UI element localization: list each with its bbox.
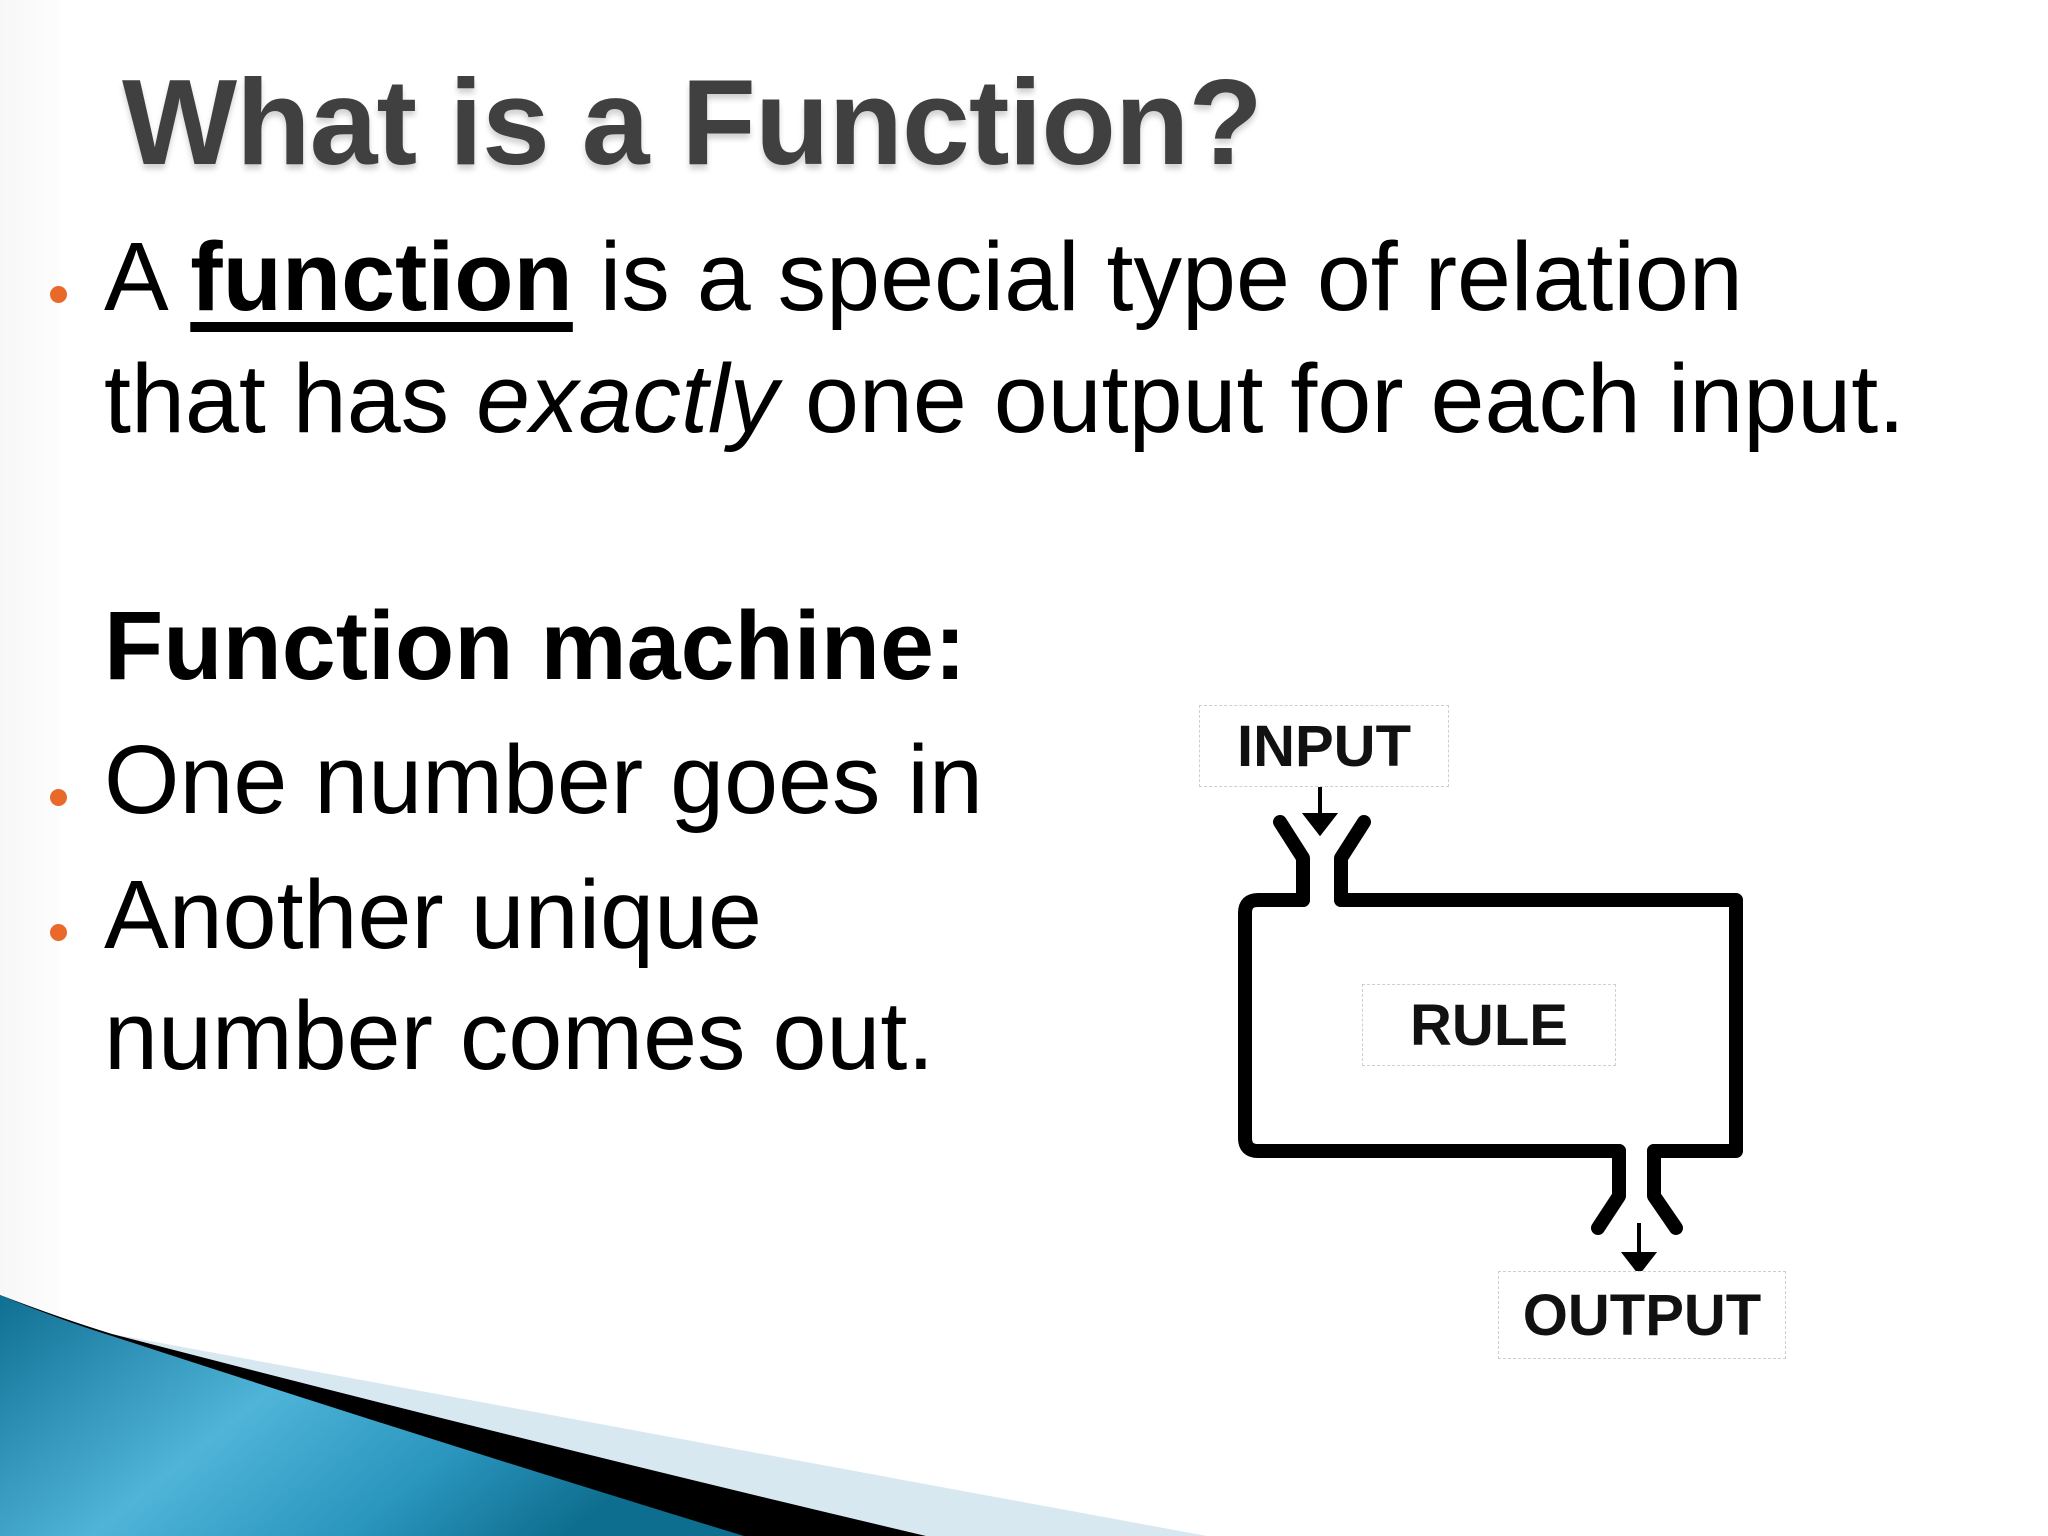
bullet-1-rest: is a special type of relation <box>572 222 1743 331</box>
input-label: INPUT <box>1199 705 1449 787</box>
line-2-after: one output for each input. <box>778 344 1906 453</box>
slide-background-strip <box>0 0 60 1536</box>
emphasis-exactly: exactly <box>476 344 778 453</box>
bullet-1-prefix: A <box>104 222 191 331</box>
bullet-2: One number goes in <box>104 725 983 834</box>
output-label: OUTPUT <box>1498 1271 1786 1359</box>
function-term: function <box>190 222 573 331</box>
rule-label: RULE <box>1362 984 1616 1066</box>
bullet-1-line-1: A function is a special type of relation <box>104 228 1743 325</box>
subheading: Function machine: <box>104 591 967 700</box>
slide-title: What is a Function? <box>122 54 1263 190</box>
bullet-3-line-2: number comes out. <box>104 981 935 1090</box>
bullet-icon <box>50 924 67 941</box>
bullet-1-line-2: that has exactly one output for each inp… <box>104 350 1905 447</box>
bullet-icon <box>50 789 67 806</box>
line-2-before: that has <box>104 344 477 453</box>
bullet-icon <box>50 286 67 303</box>
bullet-3-line-1: Another unique <box>104 860 762 969</box>
